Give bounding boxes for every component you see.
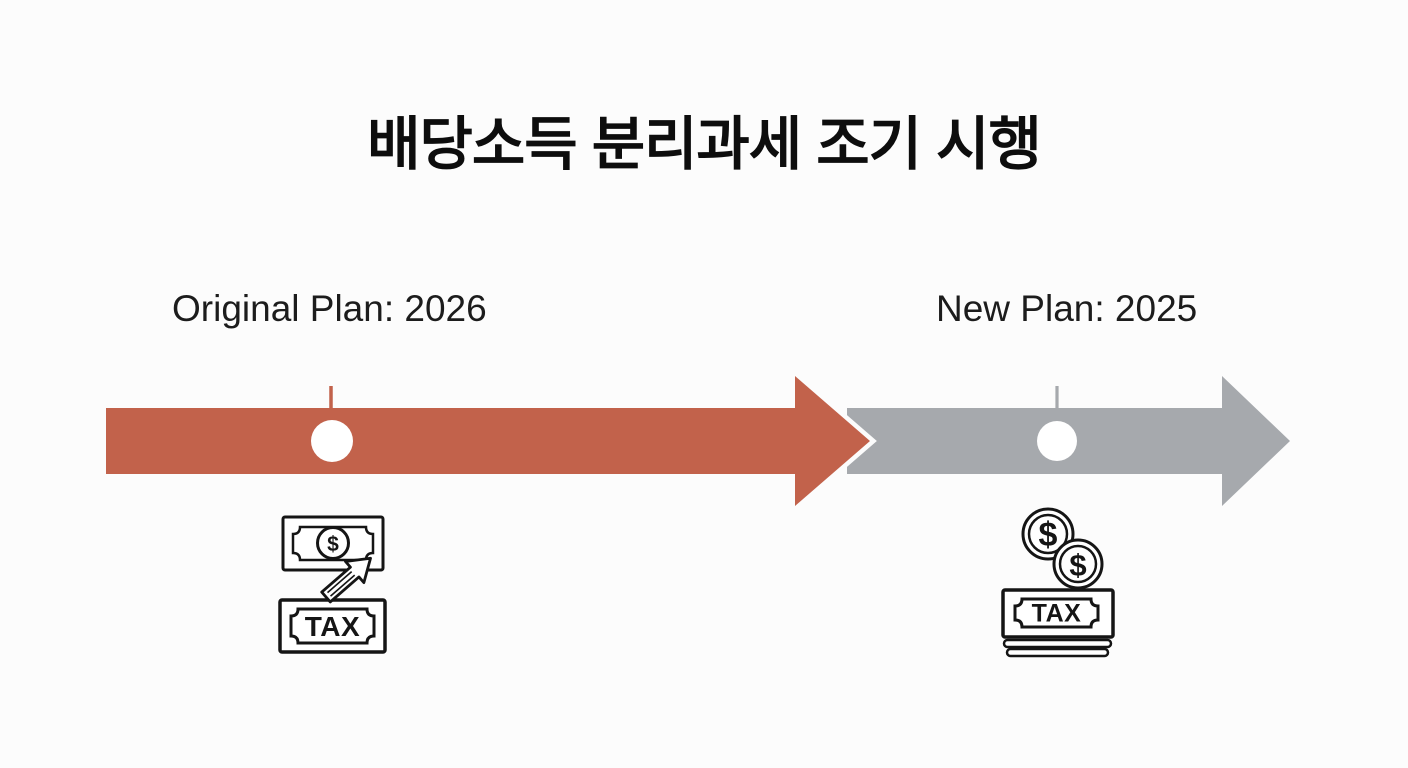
new-plan-label: New Plan: 2025 <box>936 288 1198 329</box>
money-to-tax-icon: $ TAX <box>278 515 387 654</box>
page-title: 배당소득 분리과세 조기 시행 <box>367 112 1042 177</box>
diagonal-up-arrow-icon <box>320 556 372 604</box>
tax-stack-layer-1 <box>1002 638 1113 649</box>
red-timeline-arrow <box>101 366 877 516</box>
original-plan-label: Original Plan: 2026 <box>172 288 487 329</box>
dollar-bill-coin-circle <box>316 526 350 560</box>
tax-banknote-inner-border <box>289 607 376 645</box>
tax-stack-label: TAX <box>1032 600 1082 628</box>
tax-stack-layer-2 <box>1005 647 1110 658</box>
tax-bill-stack-icon <box>1001 588 1115 639</box>
tax-label: TAX <box>305 611 360 642</box>
svg-text:$: $ <box>1069 548 1086 583</box>
coins-and-tax-stack-icon: $ $ TAX <box>1001 507 1115 658</box>
gray-milestone-dot <box>1037 421 1077 461</box>
svg-text:$: $ <box>1039 516 1058 554</box>
tax-stack-inner-border <box>1013 597 1100 629</box>
dollar-coin-front-icon: $ <box>1052 538 1104 590</box>
red-milestone-dot <box>311 420 353 462</box>
dollar-sign: $ <box>327 533 339 556</box>
